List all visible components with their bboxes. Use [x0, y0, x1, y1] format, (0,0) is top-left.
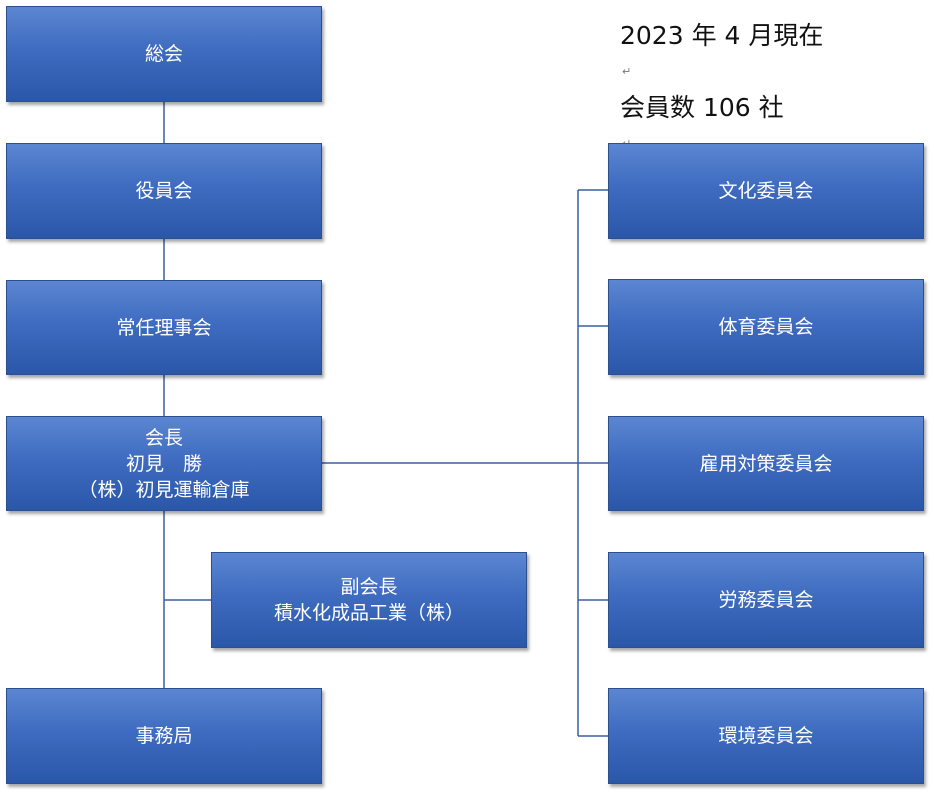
committee-label: 雇用対策委員会 — [699, 452, 833, 475]
board-label: 役員会 — [135, 180, 193, 202]
box-board: 役員会 — [6, 143, 322, 239]
committee-label: 労務委員会 — [718, 589, 814, 611]
box-secretariat: 事務局 — [6, 688, 322, 784]
committee-label: 文化委員会 — [718, 180, 814, 202]
box-chairman: 会長 初見 勝 （株）初見運輸倉庫 — [6, 416, 322, 511]
box-committee-culture: 文化委員会 — [608, 143, 924, 239]
header-info: 2023 年 4 月現在↵ 会員数 106 社↵ — [620, 18, 823, 162]
box-general-meeting: 総会 — [6, 6, 322, 102]
as-of-date: 2023 年 4 月現在↵ — [620, 21, 824, 78]
standing-directors-label: 常任理事会 — [116, 316, 212, 339]
chairman-role: 会長 — [144, 426, 183, 449]
general-meeting-label: 総会 — [144, 43, 183, 65]
chairman-name: 初見 勝 — [125, 452, 202, 475]
chairman-company: （株）初見運輸倉庫 — [78, 478, 250, 501]
box-committee-environment: 環境委員会 — [608, 688, 924, 784]
box-committee-employment: 雇用対策委員会 — [608, 416, 924, 511]
committee-label: 体育委員会 — [718, 316, 814, 338]
secretariat-label: 事務局 — [135, 725, 193, 747]
box-standing-directors: 常任理事会 — [6, 280, 322, 375]
vice-chairman-company: 積水化成品工業（株） — [273, 602, 464, 624]
box-committee-sports: 体育委員会 — [608, 279, 924, 375]
committee-label: 環境委員会 — [718, 725, 814, 747]
box-committee-labor: 労務委員会 — [608, 552, 924, 648]
vice-chairman-role: 副会長 — [340, 576, 398, 598]
box-vice-chairman: 副会長 積水化成品工業（株） — [211, 552, 527, 648]
member-count: 会員数 106 社↵ — [620, 93, 784, 150]
